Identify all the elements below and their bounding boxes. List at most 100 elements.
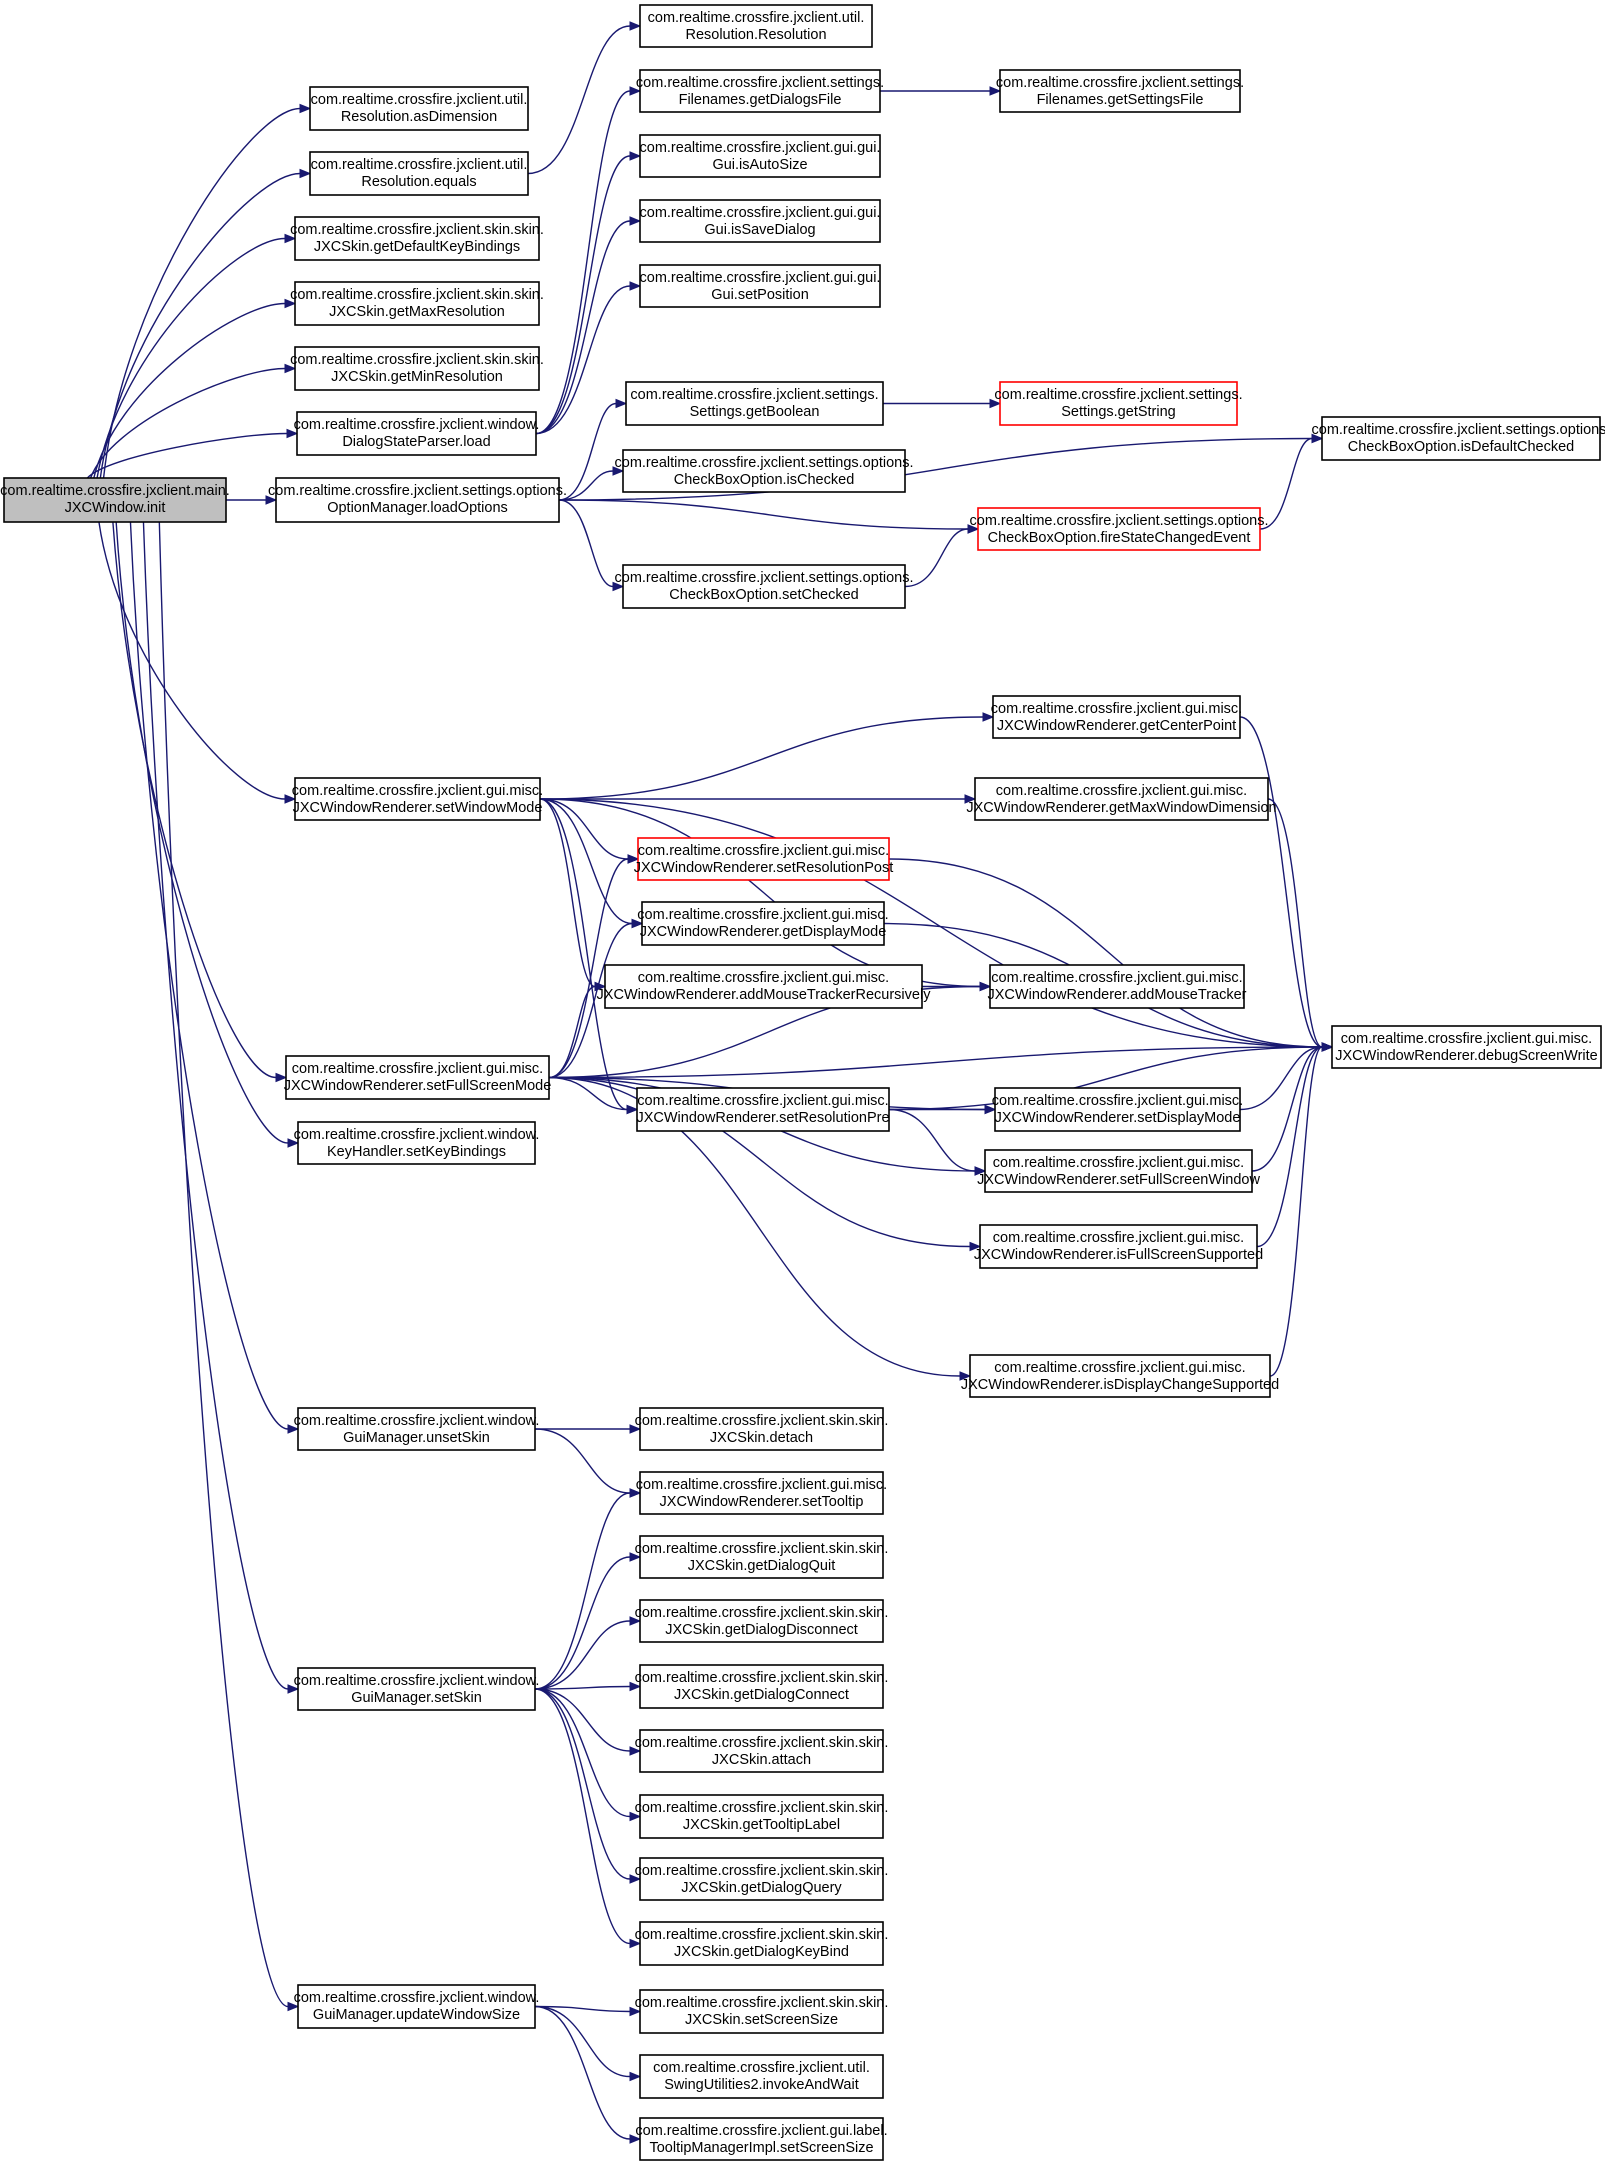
- node-n23[interactable]: com.realtime.crossfire.jxclient.gui.misc…: [634, 837, 894, 881]
- node-n6[interactable]: com.realtime.crossfire.jxclient.skin.ski…: [290, 346, 544, 391]
- node-n5[interactable]: com.realtime.crossfire.jxclient.skin.ski…: [290, 281, 544, 326]
- node-n30[interactable]: com.realtime.crossfire.jxclient.gui.misc…: [992, 1087, 1243, 1132]
- edge-arrowhead: [615, 398, 628, 409]
- call-edge-n40-n44: [534, 1688, 642, 1884]
- node-label-line: com.realtime.crossfire.jxclient.gui.misc…: [637, 907, 888, 923]
- node-n25[interactable]: com.realtime.crossfire.jxclient.gui.misc…: [597, 964, 932, 1009]
- node-n32[interactable]: com.realtime.crossfire.jxclient.gui.misc…: [977, 1149, 1260, 1193]
- node-n2[interactable]: com.realtime.crossfire.jxclient.util.Res…: [309, 151, 529, 196]
- call-edge-n0-n46: [158, 521, 300, 2012]
- edge-line: [888, 1046, 1323, 1111]
- edge-line: [888, 1108, 976, 1172]
- node-n28[interactable]: com.realtime.crossfire.jxclient.gui.misc…: [284, 1055, 552, 1100]
- node-label-line: Gui.isAutoSize: [712, 157, 807, 173]
- call-edge-n0-n6: [89, 363, 297, 479]
- edge-line: [534, 1688, 631, 1880]
- node-n7[interactable]: com.realtime.crossfire.jxclient.window.D…: [294, 411, 540, 456]
- node-n40[interactable]: com.realtime.crossfire.jxclient.window.G…: [294, 1667, 540, 1711]
- node-box: [309, 86, 529, 131]
- node-n19[interactable]: com.realtime.crossfire.jxclient.settings…: [615, 564, 914, 609]
- edge-line: [888, 858, 1323, 1048]
- node-n16[interactable]: com.realtime.crossfire.jxclient.settings…: [1312, 416, 1605, 461]
- node-n9[interactable]: com.realtime.crossfire.jxclient.settings…: [996, 69, 1244, 113]
- node-label-line: com.realtime.crossfire.jxclient.skin.ski…: [635, 1605, 889, 1621]
- node-box: [622, 564, 906, 609]
- edge-arrowhead: [629, 1424, 642, 1434]
- call-edge-n28-n24: [548, 918, 644, 1079]
- node-n27[interactable]: com.realtime.crossfire.jxclient.gui.misc…: [1331, 1025, 1602, 1069]
- node-n39[interactable]: com.realtime.crossfire.jxclient.skin.ski…: [635, 1599, 889, 1643]
- node-n38[interactable]: com.realtime.crossfire.jxclient.skin.ski…: [635, 1535, 889, 1579]
- node-box: [639, 1921, 884, 1966]
- node-n22[interactable]: com.realtime.crossfire.jxclient.gui.misc…: [966, 777, 1277, 821]
- node-label-line: JXCWindowRenderer.addMouseTracker: [988, 987, 1247, 1003]
- node-box: [994, 1087, 1241, 1132]
- edge-line: [548, 1076, 628, 1111]
- node-n15[interactable]: com.realtime.crossfire.jxclient.settings…: [994, 381, 1243, 426]
- node-n44[interactable]: com.realtime.crossfire.jxclient.skin.ski…: [635, 1857, 889, 1901]
- call-edge-n40-n41: [534, 1681, 642, 1692]
- node-n20[interactable]: com.realtime.crossfire.jxclient.gui.misc…: [292, 777, 543, 821]
- node-label-line: Gui.isSaveDialog: [704, 222, 815, 238]
- edge-line: [548, 1076, 971, 1248]
- node-n26[interactable]: com.realtime.crossfire.jxclient.gui.misc…: [988, 964, 1247, 1009]
- call-edge-n13-n18: [558, 499, 980, 534]
- edge-line: [142, 521, 289, 1690]
- node-box: [275, 477, 560, 523]
- node-n43[interactable]: com.realtime.crossfire.jxclient.skin.ski…: [635, 1794, 889, 1839]
- edge-line: [535, 155, 631, 435]
- node-n31[interactable]: com.realtime.crossfire.jxclient.window.K…: [294, 1121, 540, 1165]
- edge-arrowhead: [287, 1138, 300, 1148]
- node-label-line: com.realtime.crossfire.jxclient.skin.ski…: [635, 1863, 889, 1879]
- node-label-line: JXCSkin.setScreenSize: [685, 2012, 838, 2028]
- call-edge-n23-n27: [888, 858, 1334, 1052]
- node-n17[interactable]: com.realtime.crossfire.jxclient.settings…: [615, 449, 914, 493]
- node-n8[interactable]: com.realtime.crossfire.jxclient.settings…: [636, 69, 884, 113]
- node-n36[interactable]: com.realtime.crossfire.jxclient.skin.ski…: [635, 1407, 889, 1451]
- call-edge-n0-n31: [115, 521, 300, 1148]
- node-label-line: com.realtime.crossfire.jxclient.gui.misc…: [292, 783, 543, 799]
- node-n41[interactable]: com.realtime.crossfire.jxclient.skin.ski…: [635, 1664, 889, 1709]
- node-label-line: JXCSkin.getDialogDisconnect: [665, 1622, 858, 1638]
- edge-arrowhead: [612, 466, 625, 476]
- node-n4[interactable]: com.realtime.crossfire.jxclient.skin.ski…: [290, 216, 544, 261]
- node-n14[interactable]: com.realtime.crossfire.jxclient.settings…: [625, 381, 884, 426]
- node-n24[interactable]: com.realtime.crossfire.jxclient.gui.misc…: [637, 901, 889, 946]
- node-n34[interactable]: com.realtime.crossfire.jxclient.gui.misc…: [961, 1354, 1279, 1398]
- edge-arrowhead: [967, 524, 980, 534]
- node-n12[interactable]: com.realtime.crossfire.jxclient.gui.gui.…: [639, 264, 881, 308]
- node-n47[interactable]: com.realtime.crossfire.jxclient.skin.ski…: [635, 1989, 889, 2034]
- node-label-line: com.realtime.crossfire.jxclient.gui.misc…: [1341, 1031, 1592, 1047]
- edge-line: [539, 798, 633, 925]
- call-edge-n33-n27: [1256, 1042, 1334, 1248]
- node-n10[interactable]: com.realtime.crossfire.jxclient.gui.gui.…: [639, 134, 881, 178]
- edge-arrowhead: [974, 1166, 987, 1176]
- call-edge-n46-n48: [534, 2005, 642, 2082]
- node-n37[interactable]: com.realtime.crossfire.jxclient.gui.misc…: [636, 1471, 887, 1515]
- node-n45[interactable]: com.realtime.crossfire.jxclient.skin.ski…: [635, 1921, 889, 1966]
- edge-line: [535, 285, 631, 435]
- node-n49[interactable]: com.realtime.crossfire.jxclient.gui.labe…: [635, 2117, 888, 2161]
- node-label-line: OptionManager.loadOptions: [327, 500, 508, 516]
- node-n18[interactable]: com.realtime.crossfire.jxclient.settings…: [970, 507, 1269, 551]
- node-n13[interactable]: com.realtime.crossfire.jxclient.settings…: [268, 477, 567, 523]
- node-n3[interactable]: com.realtime.crossfire.jxclient.util.Res…: [639, 4, 873, 48]
- node-n1[interactable]: com.realtime.crossfire.jxclient.util.Res…: [309, 86, 529, 131]
- node-n33[interactable]: com.realtime.crossfire.jxclient.gui.misc…: [974, 1224, 1263, 1269]
- node-n11[interactable]: com.realtime.crossfire.jxclient.gui.gui.…: [639, 199, 881, 243]
- node-n48[interactable]: com.realtime.crossfire.jxclient.util.Swi…: [639, 2054, 884, 2099]
- edge-arrowhead: [629, 2071, 642, 2082]
- node-label-line: com.realtime.crossfire.jxclient.gui.misc…: [637, 1093, 888, 1109]
- node-n35[interactable]: com.realtime.crossfire.jxclient.window.G…: [294, 1407, 540, 1451]
- node-n42[interactable]: com.realtime.crossfire.jxclient.skin.ski…: [635, 1729, 889, 1773]
- node-n46[interactable]: com.realtime.crossfire.jxclient.window.G…: [294, 1984, 540, 2029]
- edge-line: [558, 470, 614, 501]
- node-n21[interactable]: com.realtime.crossfire.jxclient.gui.misc…: [991, 695, 1242, 739]
- node-box: [294, 216, 540, 261]
- node-n0[interactable]: com.realtime.crossfire.jxclient.main.JXC…: [0, 477, 230, 523]
- edge-line: [158, 521, 289, 2008]
- node-n29[interactable]: com.realtime.crossfire.jxclient.gui.misc…: [636, 1087, 890, 1132]
- node-label-line: JXCSkin.getDialogQuit: [688, 1558, 836, 1574]
- node-label-line: com.realtime.crossfire.jxclient.util.: [648, 10, 865, 26]
- edge-arrowhead: [629, 1552, 642, 1562]
